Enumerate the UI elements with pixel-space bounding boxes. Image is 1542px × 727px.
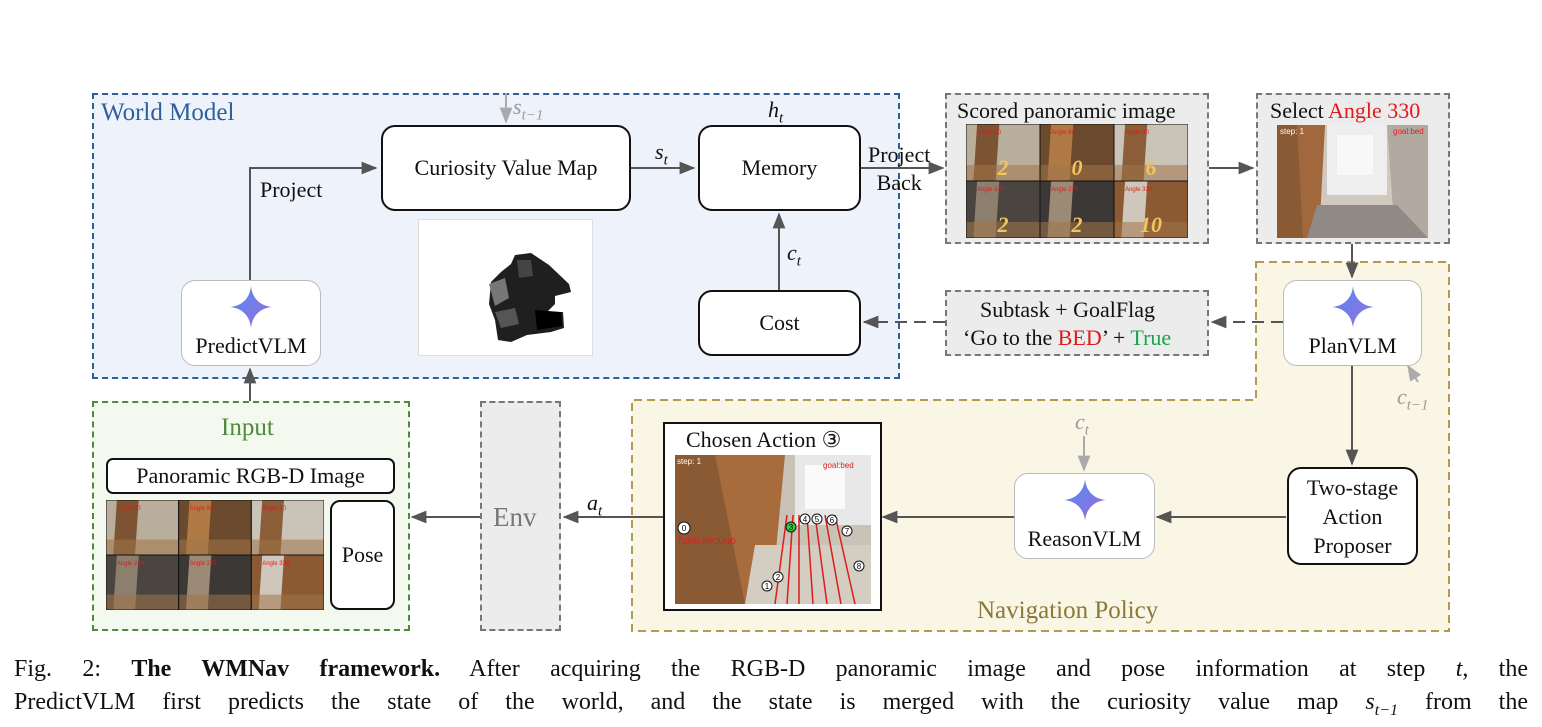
scored-score: 2 bbox=[997, 155, 1009, 180]
gemini-star-icon bbox=[1331, 285, 1374, 328]
world-model-title: World Model bbox=[101, 99, 235, 126]
scored-angle-label: Angle 60 bbox=[1051, 130, 1075, 136]
predict-vlm-box: PredictVLM bbox=[181, 280, 321, 366]
scored-cell: Angle 270 2 bbox=[1040, 181, 1114, 238]
scored-panorama-title: Scored panoramic image bbox=[957, 98, 1176, 123]
env-region bbox=[480, 401, 561, 631]
action-marker-2: 2 bbox=[776, 573, 781, 582]
arrow-predict-to-curiosity bbox=[249, 161, 378, 280]
scored-cell: Angle 90 6 bbox=[1114, 124, 1188, 181]
curiosity-value-map-box: Curiosity Value Map bbox=[381, 125, 631, 211]
action-marker-8: 8 bbox=[857, 562, 862, 571]
input-title: Input bbox=[221, 414, 274, 441]
select-step-text: step: 1 bbox=[1280, 127, 1305, 136]
subtask-target: BED bbox=[1057, 325, 1102, 350]
navigation-policy-title: Navigation Policy bbox=[977, 597, 1159, 624]
input-cell: Angle 90 bbox=[251, 500, 324, 555]
scored-angle-label: Angle 90 bbox=[1125, 130, 1149, 136]
cost-box: Cost bbox=[698, 290, 861, 356]
plan-vlm-box: PlanVLM bbox=[1283, 280, 1422, 366]
scored-angle-label: Angle 330 bbox=[1125, 187, 1153, 193]
chosen-action-title: Chosen Action ③ bbox=[686, 427, 842, 452]
input-cell: Angle 330 bbox=[251, 555, 324, 610]
action-marker-7: 7 bbox=[845, 527, 850, 536]
chosen-action-image: 0 1 2 3 4 5 6 7 8 step: 1 goal:bed TURN bbox=[675, 455, 871, 604]
action-marker-3: 3 bbox=[789, 523, 794, 532]
a-t-label: at bbox=[587, 490, 603, 520]
predict-vlm-label: PredictVLM bbox=[195, 332, 307, 358]
caption-bold: The WMNav framework. bbox=[131, 656, 441, 682]
scored-score: 0 bbox=[1072, 155, 1083, 180]
scored-score: 6 bbox=[1146, 155, 1157, 180]
subtask-flag: True bbox=[1130, 325, 1172, 350]
action-marker-1: 1 bbox=[765, 582, 770, 591]
c-t-label: ct bbox=[787, 240, 801, 270]
action-marker-4: 4 bbox=[803, 515, 808, 524]
subtask-line1: Subtask + GoalFlag bbox=[980, 297, 1155, 322]
project-back-label: Project Back bbox=[868, 142, 931, 195]
select-angle-image: step: 1 goal:bed bbox=[1277, 125, 1428, 238]
c-prev-label: ct−1 bbox=[1397, 384, 1429, 414]
input-cell: Angle 30 bbox=[106, 500, 179, 555]
gemini-star-icon bbox=[230, 285, 272, 328]
action-marker-0: 0 bbox=[682, 524, 687, 533]
input-angle-label: Angle 270 bbox=[190, 561, 218, 567]
scored-angle-label: Angle 30 bbox=[977, 130, 1001, 136]
input-cell: Angle 60 bbox=[178, 500, 252, 555]
env-label: Env bbox=[493, 502, 537, 532]
scored-score: 10 bbox=[1140, 212, 1162, 237]
reason-vlm-box: ReasonVLM bbox=[1014, 473, 1155, 559]
s-t-label: st bbox=[655, 139, 668, 169]
plan-vlm-label: PlanVLM bbox=[1308, 332, 1397, 358]
input-panorama-grid: Angle 30 Angle 60 Angle 90 Angle 240 Angle 2… bbox=[106, 500, 324, 610]
s-prev-label: st−1 bbox=[513, 94, 544, 124]
input-angle-label: Angle 30 bbox=[117, 506, 141, 512]
scored-cell: Angle 60 0 bbox=[1040, 124, 1114, 181]
pose-box: Pose bbox=[330, 500, 395, 610]
select-goal-text: goal:bed bbox=[1393, 127, 1424, 136]
input-angle-label: Angle 330 bbox=[262, 561, 290, 567]
action-proposer-box: Two-stage Action Proposer bbox=[1287, 467, 1418, 565]
input-cell: Angle 270 bbox=[178, 555, 252, 610]
action-marker-5: 5 bbox=[815, 515, 820, 524]
reason-vlm-label: ReasonVLM bbox=[1027, 525, 1142, 551]
action-marker-6: 6 bbox=[830, 516, 835, 525]
select-angle-title: Select Angle 330 bbox=[1270, 98, 1421, 123]
scored-score: 2 bbox=[1071, 212, 1083, 237]
chosen-goal-text: goal:bed bbox=[823, 461, 854, 470]
caption-fig: Fig. 2: bbox=[14, 656, 132, 682]
scored-cell: Angle 240 2 bbox=[966, 181, 1040, 238]
project-label: Project bbox=[260, 177, 323, 202]
figure-caption: Fig. 2: The WMNav framework. After acqui… bbox=[14, 656, 1528, 719]
c-t-reason-label: ct bbox=[1075, 409, 1089, 439]
memory-box: Memory bbox=[698, 125, 861, 211]
input-angle-label: Angle 60 bbox=[190, 506, 214, 512]
subtask-line2: ‘Go to the BED’ + True bbox=[963, 325, 1172, 350]
scored-cell: Angle 30 2 bbox=[966, 124, 1040, 181]
input-cell: Angle 240 bbox=[106, 555, 179, 610]
input-angle-label: Angle 240 bbox=[117, 561, 145, 567]
scored-angle-label: Angle 240 bbox=[977, 187, 1005, 193]
scored-angle-label: Angle 270 bbox=[1051, 187, 1079, 193]
curiosity-map-image bbox=[418, 219, 593, 356]
panoramic-rgbd-box: Panoramic RGB-D Image bbox=[106, 458, 395, 494]
input-angle-label: Angle 90 bbox=[262, 506, 286, 512]
subtask-region bbox=[945, 290, 1209, 356]
scored-cell: Angle 330 10 bbox=[1114, 181, 1188, 238]
chosen-step-text: step: 1 bbox=[677, 457, 702, 466]
select-angle-value: Angle 330 bbox=[1328, 98, 1421, 123]
scored-score: 2 bbox=[997, 212, 1009, 237]
h-t-label: ht bbox=[768, 97, 784, 127]
gemini-star-icon bbox=[1063, 478, 1106, 521]
turn-around-text: TURN AROUND bbox=[677, 537, 736, 546]
arrow-c-prev bbox=[1407, 364, 1422, 383]
